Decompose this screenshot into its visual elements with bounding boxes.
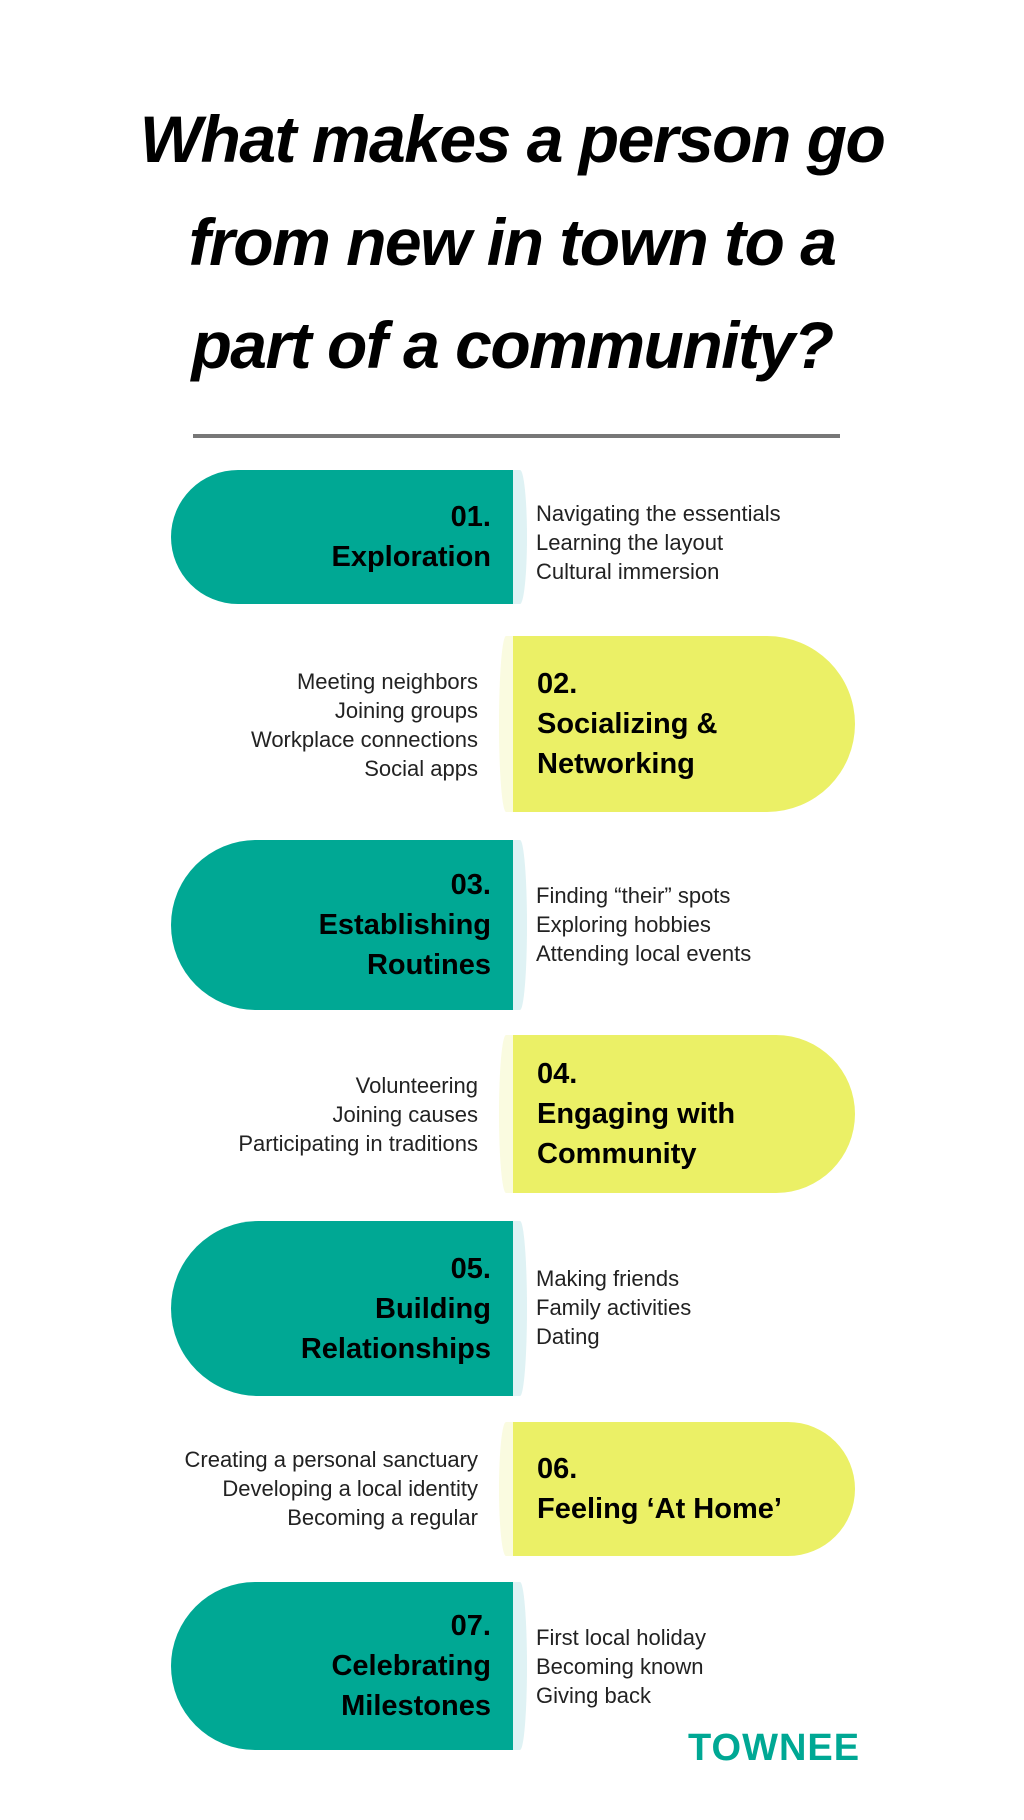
title-divider — [193, 434, 840, 438]
step-label-line-1: Engaging with — [537, 1098, 736, 1130]
list-item: Giving back — [536, 1683, 651, 1708]
list-item: Developing a local identity — [222, 1476, 478, 1501]
list-item: Finding “their” spots — [536, 883, 731, 908]
step-number: 01. — [450, 501, 491, 533]
title-line-2: from new in town to a — [188, 205, 837, 279]
step-label-line-2: Routines — [366, 949, 491, 981]
step-03-pill: 03. Establishing Routines — [171, 840, 527, 1010]
step-06-items: Creating a personal sanctuary Developing… — [185, 1445, 479, 1532]
title-line-3: part of a community? — [191, 308, 834, 382]
step-04-pill: 04. Engaging with Community — [499, 1035, 855, 1193]
list-item: Cultural immersion — [536, 559, 720, 584]
list-item: Joining groups — [334, 698, 478, 723]
page-title: What makes a person go from new in town … — [60, 88, 964, 397]
list-item: Navigating the essentials — [536, 501, 781, 526]
list-item: Participating in traditions — [238, 1131, 478, 1156]
step-number: 05. — [450, 1252, 491, 1285]
step-label: Feeling ‘At Home’ — [537, 1493, 782, 1525]
step-label-line-2: Milestones — [341, 1690, 491, 1722]
step-02-items: Meeting neighbors Joining groups Workpla… — [251, 667, 478, 783]
step-01-pill: 01. Exploration — [171, 470, 527, 604]
step-number: 06. — [537, 1453, 578, 1485]
list-item: Meeting neighbors — [296, 669, 478, 694]
step-07-pill: 07. Celebrating Milestones — [171, 1582, 527, 1750]
step-03-items: Finding “their” spots Exploring hobbies … — [536, 881, 751, 968]
step-number: 04. — [537, 1058, 578, 1090]
step-label-line-1: Socializing & — [537, 708, 718, 740]
step-number: 07. — [450, 1610, 491, 1642]
step-label-line-1: Celebrating — [331, 1650, 491, 1682]
list-item: Creating a personal sanctuary — [184, 1447, 479, 1472]
list-item: Exploring hobbies — [536, 912, 711, 937]
title-line-1: What makes a person go — [139, 102, 886, 176]
step-number: 03. — [450, 869, 491, 901]
list-item: Dating — [536, 1324, 600, 1349]
step-05-items: Making friends Family activities Dating — [536, 1264, 691, 1351]
step-07-items: First local holiday Becoming known Givin… — [536, 1623, 706, 1710]
step-label-line-1: Building — [375, 1292, 491, 1325]
step-04-items: Volunteering Joining causes Participatin… — [238, 1071, 478, 1158]
step-label: Exploration — [331, 541, 491, 573]
list-item: Becoming a regular — [287, 1505, 478, 1530]
list-item: First local holiday — [536, 1625, 706, 1650]
list-item: Workplace connections — [250, 727, 478, 752]
step-05-pill: 05. Building Relationships — [171, 1221, 527, 1396]
list-item: Learning the layout — [536, 530, 724, 555]
brand-logo: TOWNEE — [688, 1727, 861, 1769]
step-02-pill: 02. Socializing & Networking — [499, 636, 855, 812]
list-item: Becoming known — [536, 1654, 704, 1679]
list-item: Social apps — [364, 756, 478, 781]
list-item: Family activities — [536, 1295, 692, 1320]
step-label-line-2: Relationships — [300, 1332, 491, 1365]
list-item: Joining causes — [332, 1102, 478, 1127]
step-label-line-1: Establishing — [318, 909, 491, 941]
step-label-line-2: Networking — [537, 748, 695, 780]
step-06-pill: 06. Feeling ‘At Home’ — [499, 1422, 855, 1556]
step-label-line-2: Community — [537, 1138, 697, 1170]
list-item: Making friends — [536, 1266, 680, 1291]
step-number: 02. — [537, 668, 578, 700]
list-item: Attending local events — [536, 941, 752, 966]
list-item: Volunteering — [355, 1073, 478, 1098]
step-01-items: Navigating the essentials Learning the l… — [536, 499, 781, 586]
